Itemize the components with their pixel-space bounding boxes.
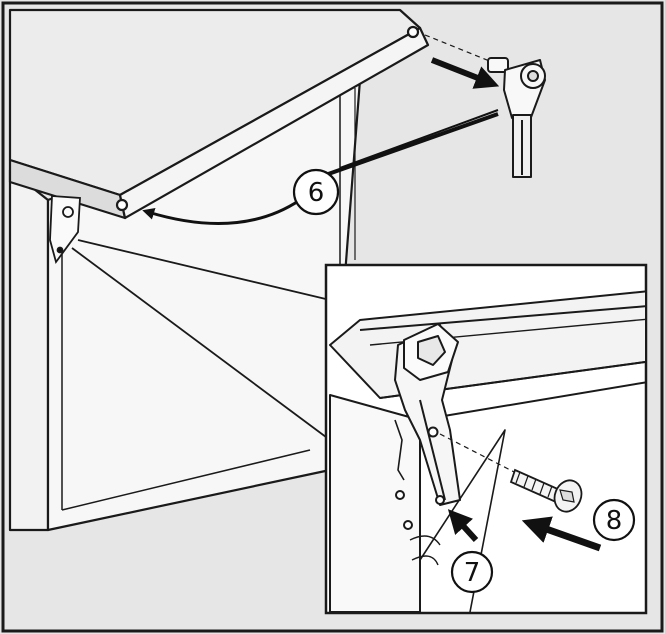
zoom-wedge	[71, 239, 331, 441]
callout-8: 8	[592, 498, 636, 542]
arrow-remove-hinge	[430, 57, 500, 89]
arrow-curved-6	[142, 198, 301, 225]
arrow-7	[447, 509, 479, 543]
hinge-bracket	[487, 57, 546, 178]
callout-6: 6	[292, 168, 340, 216]
leader-line-6b	[339, 109, 499, 169]
leader-line-6	[299, 112, 499, 186]
callout-8-label: 8	[606, 506, 623, 536]
callout-7-label: 7	[464, 558, 481, 588]
callout-6-label: 6	[308, 178, 325, 208]
screw	[509, 468, 583, 513]
callout-7: 7	[450, 550, 494, 594]
dashed-guide-line	[424, 34, 493, 63]
lower-hinge-small	[49, 195, 81, 265]
lid	[8, 8, 430, 220]
dashed-screw-line	[439, 433, 521, 476]
arrow-8	[521, 516, 602, 552]
detail-inset: 7 8	[324, 263, 648, 615]
